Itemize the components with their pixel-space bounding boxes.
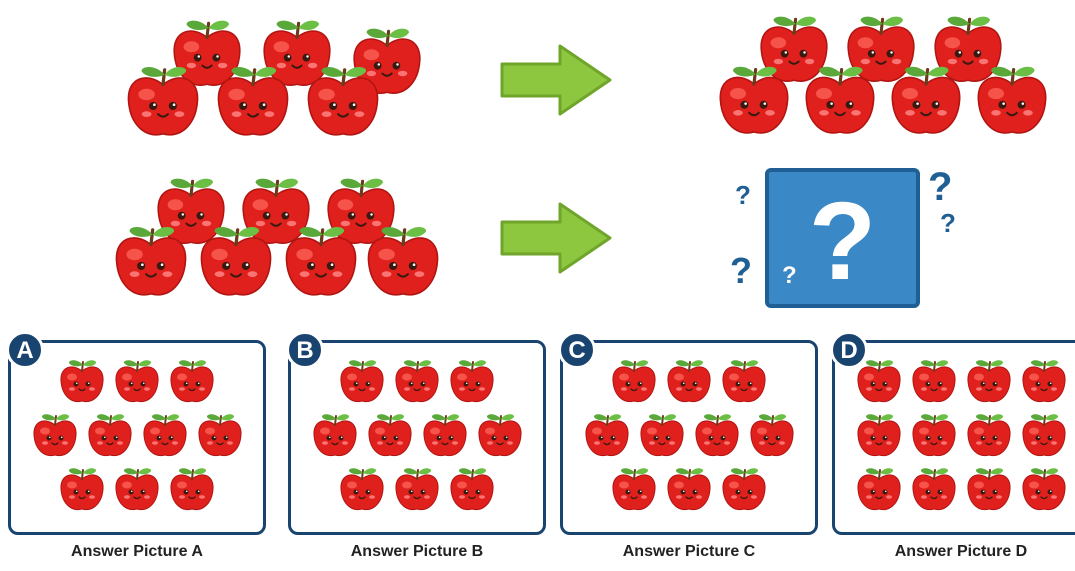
apple-icon <box>392 356 442 406</box>
apple-icon <box>886 60 966 140</box>
apple-icon <box>964 464 1014 514</box>
apple-icon <box>110 220 192 302</box>
apple-icon <box>714 60 794 140</box>
apple-icon <box>582 410 632 460</box>
question-mark-icon: ? <box>730 250 752 291</box>
apple-icon <box>447 356 497 406</box>
apple-icon <box>310 410 360 460</box>
answer-letter-badge: D <box>830 331 868 369</box>
apple-icon <box>854 410 904 460</box>
apple-icon <box>280 220 362 302</box>
apple-icon <box>30 410 80 460</box>
apple-icon <box>664 464 714 514</box>
apple-icon <box>719 464 769 514</box>
answer-caption: Answer Picture C <box>622 543 756 560</box>
apple-icon <box>972 60 1052 140</box>
apple-icon <box>167 464 217 514</box>
apple-icon <box>167 356 217 406</box>
apple-icon <box>747 410 797 460</box>
apple-icon <box>337 464 387 514</box>
arrow-right-icon <box>495 198 617 278</box>
apple-icon <box>909 464 959 514</box>
apple-icon <box>1019 356 1069 406</box>
answer-letter-badge: A <box>6 331 44 369</box>
apple-icon <box>57 356 107 406</box>
apple-icon <box>195 410 245 460</box>
apple-icon <box>122 60 204 142</box>
apple-icon <box>85 410 135 460</box>
arrow-right-icon <box>495 40 617 120</box>
question-mark-icon: ? <box>940 208 956 238</box>
apple-icon <box>609 464 659 514</box>
apple-icon <box>692 410 742 460</box>
answer-caption: Answer Picture D <box>894 543 1028 560</box>
apple-icon <box>1019 464 1069 514</box>
unknown-answer-box: ? <box>765 168 920 308</box>
apple-icon <box>637 410 687 460</box>
apple-icon <box>57 464 107 514</box>
apple-icon <box>112 356 162 406</box>
apple-icon <box>964 356 1014 406</box>
answer-letter-badge: B <box>286 331 324 369</box>
answer-caption: Answer Picture A <box>71 543 203 560</box>
apple-icon <box>719 356 769 406</box>
apple-icon <box>909 356 959 406</box>
apple-icon <box>365 410 415 460</box>
question-mark-big: ? <box>808 180 877 303</box>
apple-icon <box>337 356 387 406</box>
apple-icon <box>447 464 497 514</box>
apple-icon <box>362 220 444 302</box>
apple-icon <box>420 410 470 460</box>
apple-icon <box>140 410 190 460</box>
question-mark-icon: ? <box>928 165 953 209</box>
apple-icon <box>664 356 714 406</box>
apple-icon <box>909 410 959 460</box>
apple-icon <box>112 464 162 514</box>
apple-icon <box>212 60 294 142</box>
apple-icon <box>1019 410 1069 460</box>
apple-icon <box>392 464 442 514</box>
apple-icon <box>964 410 1014 460</box>
apple-icon <box>302 60 384 142</box>
apple-icon <box>475 410 525 460</box>
apple-icon <box>609 356 659 406</box>
answer-caption: Answer Picture B <box>350 543 484 560</box>
answer-letter-badge: C <box>558 331 596 369</box>
question-mark-icon: ? <box>735 180 751 210</box>
apple-icon <box>195 220 277 302</box>
question-mark-icon: ? <box>782 262 797 289</box>
apple-icon <box>800 60 880 140</box>
apple-icon <box>854 464 904 514</box>
